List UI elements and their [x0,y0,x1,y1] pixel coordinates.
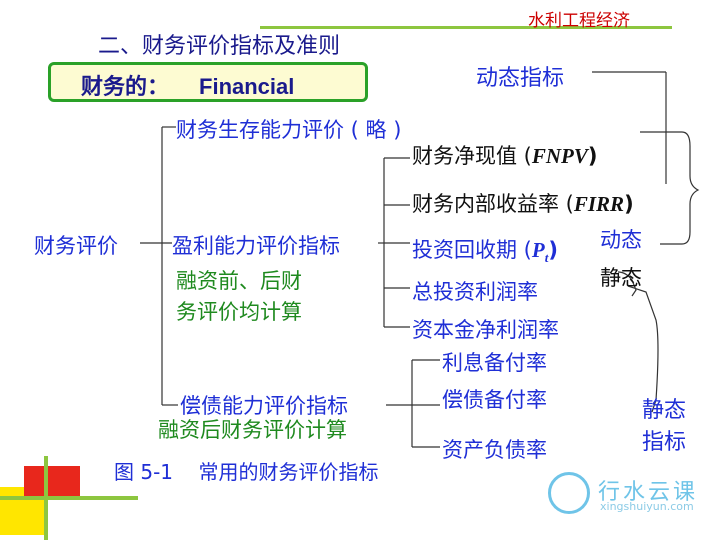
payback-static-label: 静态 [600,266,642,290]
profit-note-line1: 融资前、后财 [176,269,302,293]
solvency-note: 融资后财务评价计算 [158,418,347,442]
static-indicator-label-line1: 静态 [642,398,687,423]
solvency-indicators: 偿债能力评价指标 [180,394,348,418]
corner-red-block [24,466,80,498]
payback-close: ) [548,238,558,262]
payback-cn: 投资回收期 ( [412,238,532,262]
static-indicator-label-line2: 指标 [642,430,687,455]
dynamic-indicator-label: 动态指标 [476,66,565,91]
financial-label-cn: 财务的： [81,75,170,100]
firr-close: ) [624,192,634,216]
fnpv-abbr: FNPV [531,144,588,168]
roe-item: 资本金净利润率 [412,318,559,342]
page-title: 二、财务评价指标及准则 [98,34,341,59]
payback-abbr: P [531,238,545,262]
firr-cn: 财务内部收益率 ( [412,192,574,216]
debt-coverage-item: 偿债备付率 [442,388,547,412]
profit-note-line2: 务评价均计算 [176,300,302,324]
roi-item: 总投资利润率 [412,280,538,304]
payback-dynamic-label: 动态 [600,228,642,252]
firr-item: 财务内部收益率 (FIRR) [412,188,634,218]
firr-abbr: FIRR [573,192,625,216]
payback-sub: t [544,250,549,266]
interest-coverage-item: 利息备付率 [442,351,547,375]
financial-label-en: Financial [199,74,295,99]
root-financial-evaluation: 财务评价 [34,234,118,258]
figure-caption: 图 5-1 常用的财务评价指标 [114,460,379,484]
fnpv-cn: 财务净现值 ( [412,144,532,168]
survival-evaluation: 财务生存能力评价 ( 略 ) [176,118,402,142]
watermark-logo-icon [548,472,590,514]
corner-green-vertical [44,456,48,540]
watermark-brand: 行水云课 [598,480,699,505]
brand-label: 水利工程经济 [528,11,630,31]
debt-ratio-item: 资产负债率 [442,438,547,462]
corner-green-horizontal [0,496,138,500]
fnpv-item: 财务净现值 (FNPV) [412,140,598,170]
profitability-indicators: 盈利能力评价指标 [172,234,340,258]
watermark-site: xingshuiyun.com [600,500,694,513]
financial-box: 财务的： Financial [48,62,368,102]
fnpv-close: ) [587,144,598,168]
payback-item: 投资回收期 (Pt) [412,234,558,266]
top-accent-line [260,26,672,29]
